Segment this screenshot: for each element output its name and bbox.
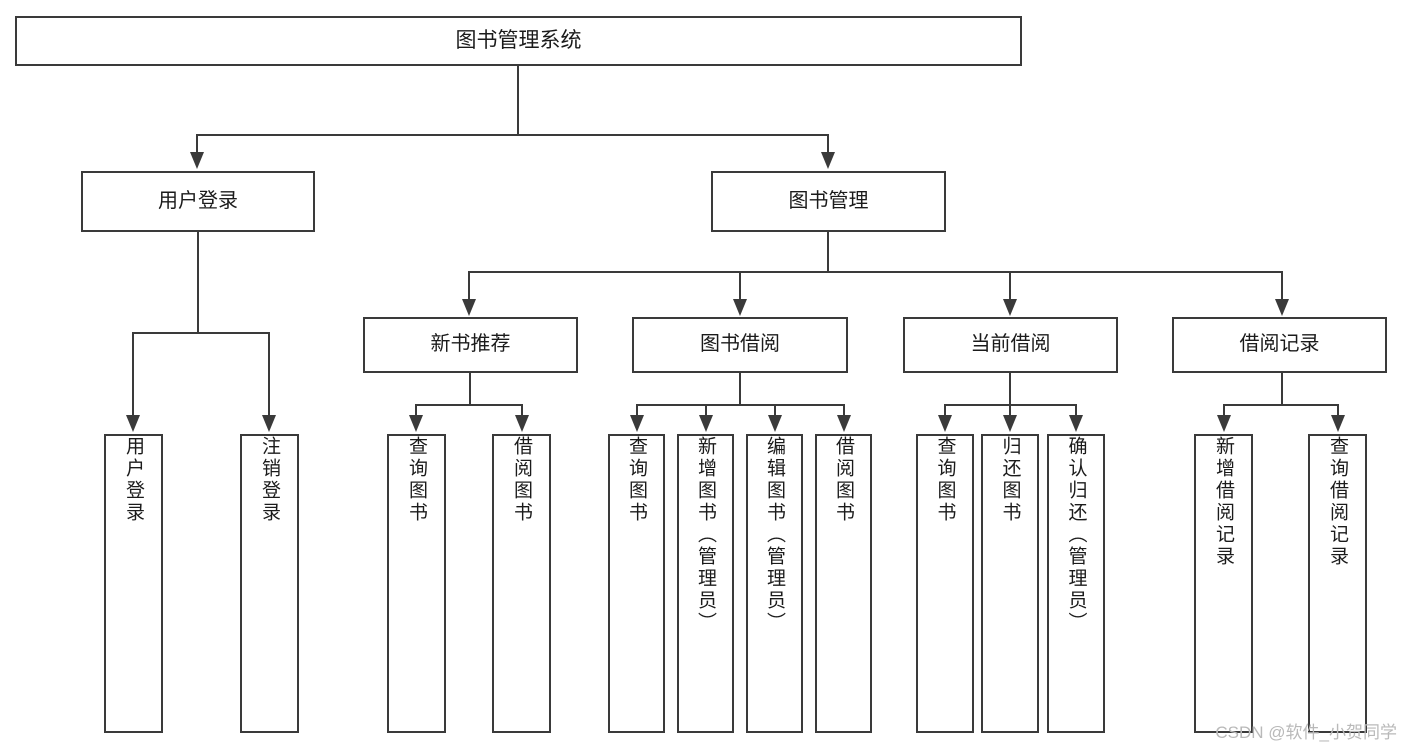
arrowhead-icon — [938, 415, 952, 432]
node-label: 用户登录 — [123, 436, 144, 524]
connector-borrow-record-drop-2 — [1337, 404, 1339, 418]
leaf-borrow-record-query[interactable]: 查询借阅记录 — [1308, 434, 1367, 733]
node-label: 当前借阅 — [970, 333, 1051, 356]
node-label: 新增图书（管理员） — [695, 436, 716, 634]
node-label: 查询图书 — [934, 436, 956, 524]
connector-root-to-book-manage — [827, 134, 829, 155]
connector-root-bus — [197, 134, 829, 136]
arrowhead-icon — [1331, 415, 1345, 432]
leaf-current-borrow-query[interactable]: 查询图书 — [916, 434, 974, 733]
connector-book-manage-stem — [827, 232, 829, 273]
connector-user-login-drop-1 — [132, 332, 134, 418]
node-user-login[interactable]: 用户登录 — [81, 171, 315, 232]
leaf-book-borrow-add[interactable]: 新增图书（管理员） — [677, 434, 734, 733]
connector-new-book-stem — [469, 373, 471, 405]
node-root-system[interactable]: 图书管理系统 — [15, 16, 1022, 66]
connector-book-borrow-drop-3 — [774, 404, 776, 418]
arrowhead-icon — [462, 299, 476, 316]
leaf-book-borrow-query[interactable]: 查询图书 — [608, 434, 665, 733]
arrowhead-icon — [126, 415, 140, 432]
node-label: 查询图书 — [626, 436, 647, 524]
leaf-book-borrow-borrow[interactable]: 借阅图书 — [815, 434, 872, 733]
leaf-new-book-borrow[interactable]: 借阅图书 — [492, 434, 551, 733]
connector-new-book-bus — [416, 404, 523, 406]
leaf-current-borrow-confirm[interactable]: 确认归还（管理员） — [1047, 434, 1105, 733]
leaf-borrow-record-add[interactable]: 新增借阅记录 — [1194, 434, 1253, 733]
node-label: 确认归还（管理员） — [1065, 436, 1087, 634]
node-label: 编辑图书（管理员） — [764, 436, 785, 634]
node-label: 借阅记录 — [1239, 333, 1320, 356]
connector-book-borrow-bus — [637, 404, 845, 406]
node-label: 查询图书 — [406, 436, 427, 524]
node-label: 借阅图书 — [511, 436, 532, 524]
connector-current-borrow-bus — [945, 404, 1077, 406]
node-label: 借阅图书 — [833, 436, 854, 524]
arrowhead-icon — [630, 415, 644, 432]
arrowhead-icon — [515, 415, 529, 432]
connector-root-stem — [517, 66, 519, 135]
arrowhead-icon — [1003, 299, 1017, 316]
leaf-book-borrow-edit[interactable]: 编辑图书（管理员） — [746, 434, 803, 733]
node-book-manage[interactable]: 图书管理 — [711, 171, 946, 232]
node-label: 注销登录 — [259, 436, 280, 524]
arrowhead-icon — [262, 415, 276, 432]
node-label: 图书管理系统 — [455, 28, 582, 52]
connector-borrow-record-drop-1 — [1223, 404, 1225, 418]
connector-book-manage-bus — [469, 271, 1283, 273]
connector-current-borrow-drop-1 — [944, 404, 946, 418]
node-label: 新增借阅记录 — [1213, 436, 1234, 568]
arrowhead-icon — [733, 299, 747, 316]
connector-user-login-stem — [197, 232, 199, 333]
arrowhead-icon — [1275, 299, 1289, 316]
node-label: 归还图书 — [999, 436, 1021, 524]
arrowhead-icon — [409, 415, 423, 432]
connector-current-borrow-drop-2 — [1009, 404, 1011, 418]
node-label: 新书推荐 — [430, 333, 511, 356]
node-borrow-record[interactable]: 借阅记录 — [1172, 317, 1387, 373]
connector-root-to-user-login — [196, 134, 198, 155]
leaf-new-book-query[interactable]: 查询图书 — [387, 434, 446, 733]
connector-book-borrow-drop-4 — [843, 404, 845, 418]
node-label: 查询借阅记录 — [1327, 436, 1348, 568]
connector-current-borrow-drop-3 — [1075, 404, 1077, 418]
connector-book-manage-drop-2 — [739, 271, 741, 302]
arrowhead-icon — [768, 415, 782, 432]
arrowhead-icon — [190, 152, 204, 169]
connector-user-login-drop-2 — [268, 332, 270, 418]
connector-book-manage-drop-4 — [1281, 271, 1283, 302]
connector-book-borrow-stem — [739, 373, 741, 405]
arrowhead-icon — [1217, 415, 1231, 432]
connector-borrow-record-stem — [1281, 373, 1283, 405]
connector-book-borrow-drop-2 — [705, 404, 707, 418]
node-label: 图书借阅 — [700, 333, 780, 356]
arrowhead-icon — [699, 415, 713, 432]
leaf-user-login-logout[interactable]: 注销登录 — [240, 434, 299, 733]
connector-book-manage-drop-3 — [1009, 271, 1011, 302]
node-label: 用户登录 — [158, 189, 238, 212]
leaf-user-login-login[interactable]: 用户登录 — [104, 434, 163, 733]
node-current-borrow[interactable]: 当前借阅 — [903, 317, 1118, 373]
arrowhead-icon — [1003, 415, 1017, 432]
node-book-borrow[interactable]: 图书借阅 — [632, 317, 848, 373]
connector-user-login-bus — [133, 332, 270, 334]
leaf-current-borrow-return[interactable]: 归还图书 — [981, 434, 1039, 733]
connector-borrow-record-bus — [1224, 404, 1339, 406]
connector-current-borrow-stem — [1009, 373, 1011, 405]
arrowhead-icon — [821, 152, 835, 169]
connector-new-book-drop-2 — [521, 404, 523, 418]
connector-book-borrow-drop-1 — [636, 404, 638, 418]
arrowhead-icon — [1069, 415, 1083, 432]
node-label: 图书管理 — [788, 189, 869, 212]
node-new-book-recommend[interactable]: 新书推荐 — [363, 317, 578, 373]
arrowhead-icon — [837, 415, 851, 432]
connector-book-manage-drop-1 — [468, 271, 470, 302]
connector-new-book-drop-1 — [415, 404, 417, 418]
